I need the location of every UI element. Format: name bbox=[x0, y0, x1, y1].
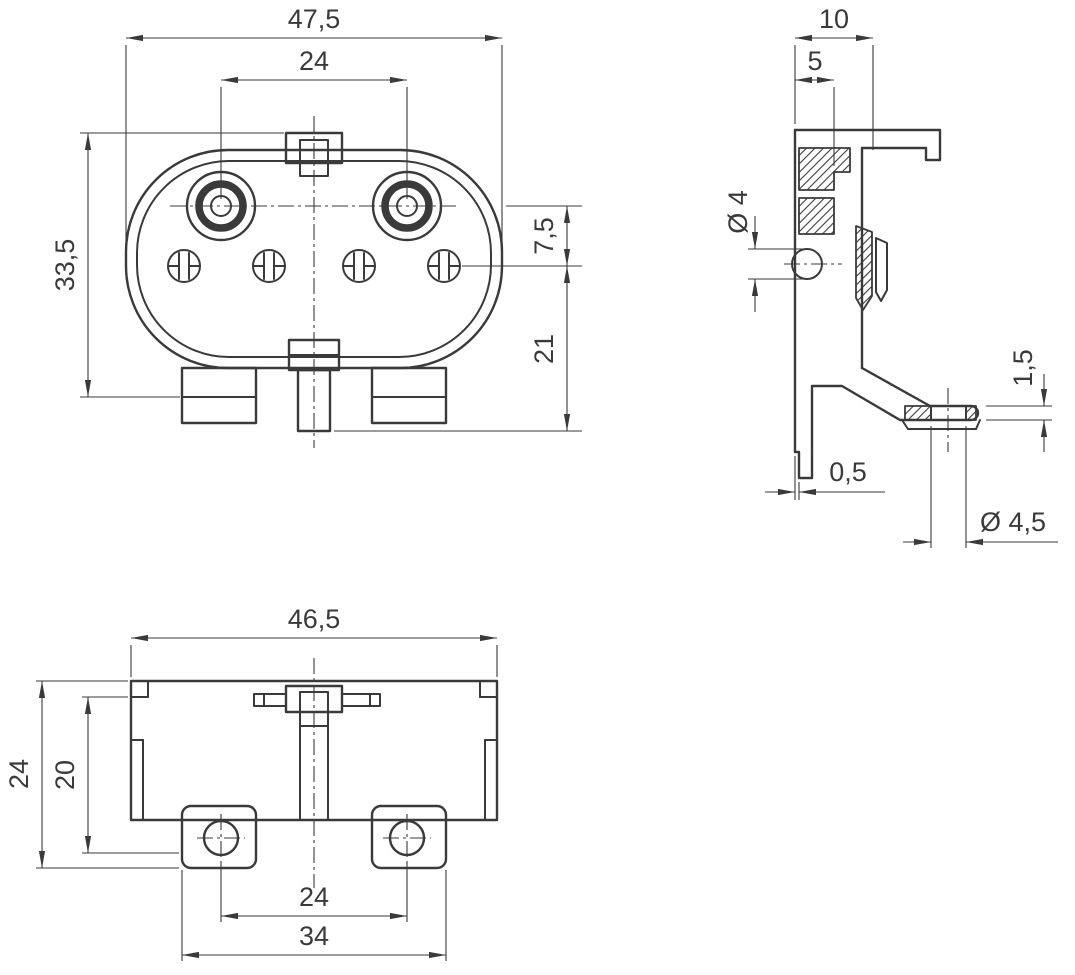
side-mounting-foot bbox=[793, 366, 980, 480]
dim-bottom-hole-spacing: 24 bbox=[221, 882, 407, 920]
front-foot-left bbox=[180, 366, 258, 425]
dim-label-bottom-feet-span: 34 bbox=[299, 921, 329, 951]
contact-holes bbox=[167, 249, 461, 283]
contact-hole bbox=[342, 249, 376, 283]
bottom-view: 46,5 24 20 24 34 bbox=[4, 604, 499, 961]
contact-hole bbox=[427, 249, 461, 283]
dim-front-pin-spacing: 24 bbox=[221, 46, 407, 84]
side-latch-spring bbox=[855, 225, 873, 311]
bottom-foot-right bbox=[370, 804, 448, 870]
dim-side-flange-thickness: 1,5 bbox=[1008, 349, 1048, 452]
front-top-latch bbox=[284, 131, 344, 165]
dim-front-width-total: 47,5 bbox=[126, 4, 502, 42]
dim-bottom-height-inner: 20 bbox=[50, 697, 92, 853]
dim-side-depth-outer: 10 bbox=[795, 4, 873, 42]
dim-front-offset-rows: 7,5 bbox=[529, 206, 571, 266]
dim-front-row-to-bottom: 21 bbox=[529, 266, 571, 431]
dim-label-side-edge-offset: 0,5 bbox=[829, 457, 867, 487]
dim-side-depth-inner: 5 bbox=[795, 46, 834, 84]
dim-label-bottom-height-total: 24 bbox=[4, 759, 34, 789]
bottom-foot-hole-left bbox=[202, 819, 240, 857]
side-view: 10 5 Ø 4 1,5 0,5 Ø 4,5 bbox=[723, 4, 1058, 548]
dim-label-front-pin-spacing: 24 bbox=[299, 46, 329, 76]
side-extension-lines bbox=[748, 45, 1052, 548]
dim-front-height-total: 33,5 bbox=[50, 133, 92, 397]
dim-label-bottom-width-total: 46,5 bbox=[288, 604, 341, 634]
dim-label-side-depth-outer: 10 bbox=[819, 4, 849, 34]
contact-hole bbox=[167, 249, 201, 283]
dim-side-hole-dia: Ø 4 bbox=[723, 190, 759, 312]
bottom-foot-left bbox=[180, 804, 258, 870]
dim-label-front-height-total: 33,5 bbox=[50, 239, 80, 292]
dim-label-front-row-to-bottom: 21 bbox=[529, 334, 559, 364]
dim-side-flange-hole-dia: Ø 4,5 bbox=[903, 507, 1058, 546]
dim-label-side-flange-hole-dia: Ø 4,5 bbox=[980, 507, 1046, 537]
dim-bottom-height-total: 24 bbox=[4, 681, 46, 868]
dim-bottom-width-total: 46,5 bbox=[131, 604, 497, 642]
contact-hole bbox=[252, 249, 286, 283]
dim-label-bottom-height-inner: 20 bbox=[50, 760, 80, 790]
bottom-latch bbox=[253, 684, 381, 821]
side-latch-outer bbox=[875, 237, 888, 302]
front-view: 47,5 24 33,5 7,5 21 bbox=[50, 4, 582, 448]
dim-label-side-hole-dia: Ø 4 bbox=[723, 190, 753, 234]
front-center-tab bbox=[296, 368, 332, 433]
dim-label-side-depth-inner: 5 bbox=[807, 46, 822, 76]
dim-label-front-width-total: 47,5 bbox=[288, 4, 341, 34]
front-body-outline bbox=[124, 131, 504, 433]
dim-label-front-offset-rows: 7,5 bbox=[529, 217, 559, 255]
front-extension-lines bbox=[80, 45, 582, 432]
front-foot-right bbox=[370, 366, 448, 425]
dim-bottom-feet-span: 34 bbox=[182, 921, 446, 959]
dim-label-side-flange-thickness: 1,5 bbox=[1008, 349, 1038, 387]
dim-side-edge-offset: 0,5 bbox=[765, 457, 885, 496]
side-section-hatching bbox=[798, 147, 977, 421]
bottom-body-outline bbox=[129, 679, 499, 870]
bottom-extension-lines bbox=[36, 645, 498, 961]
bottom-foot-hole-right bbox=[388, 819, 426, 857]
dim-label-bottom-hole-spacing: 24 bbox=[299, 882, 329, 912]
